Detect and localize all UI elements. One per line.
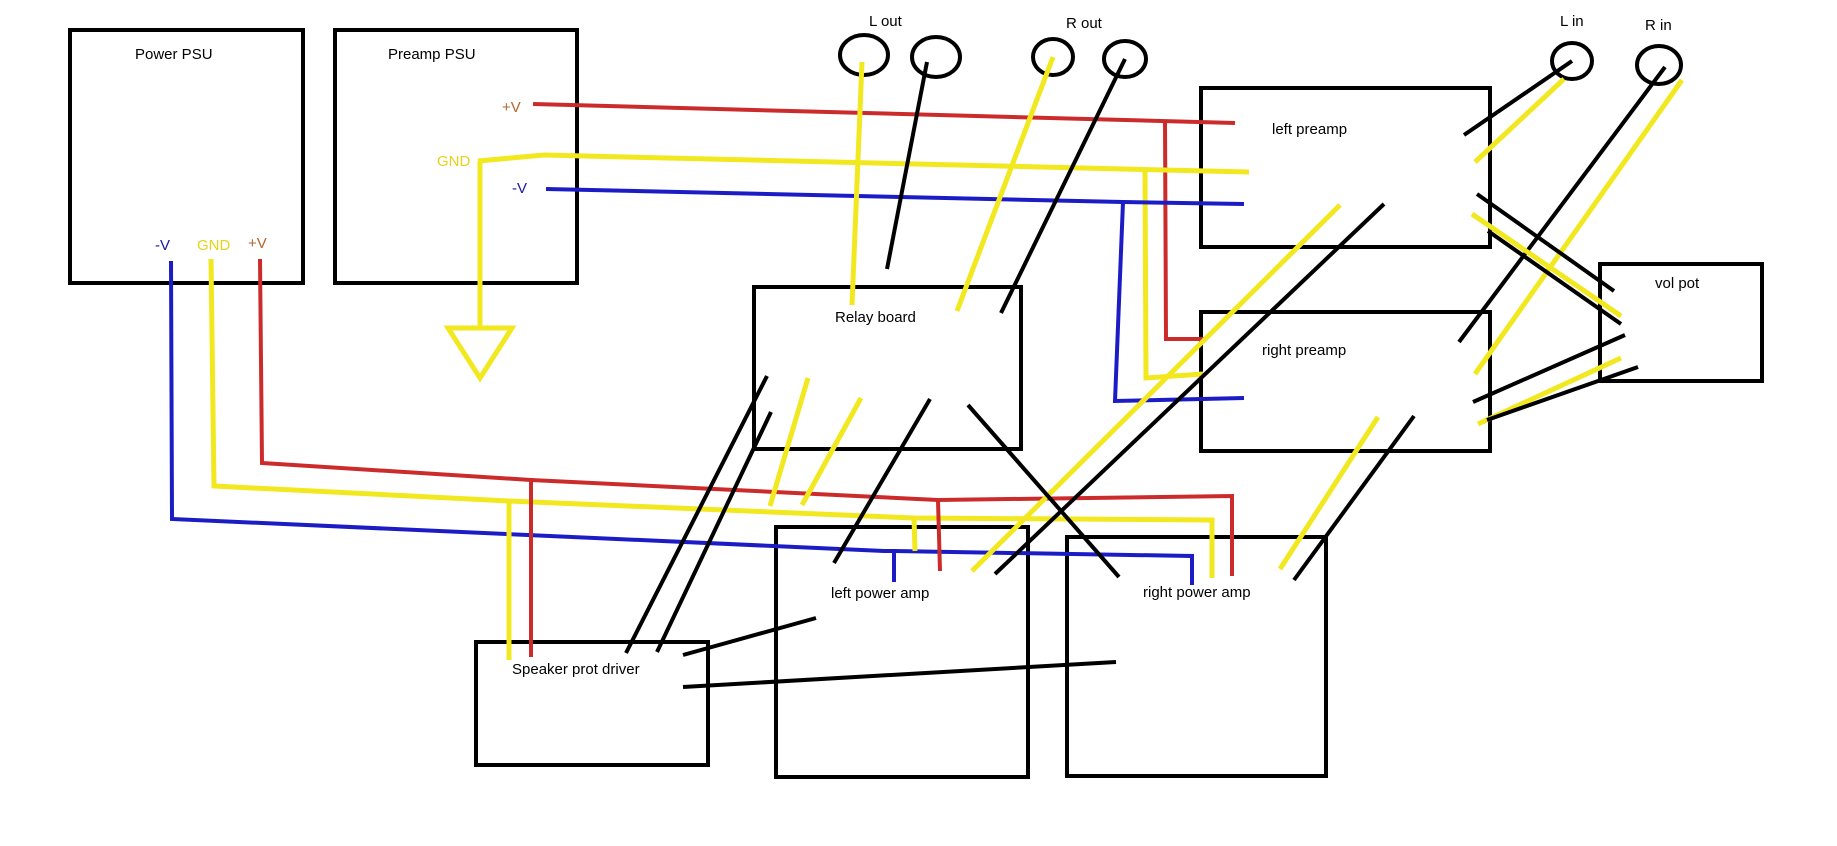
power-psu-label: Power PSU [135, 46, 213, 63]
right-preamp-box [1199, 310, 1492, 453]
power-gnd-wire [208, 258, 512, 660]
power-psu-box [68, 28, 305, 285]
left-preamp-box [1199, 86, 1492, 249]
relay-to-left-amp-yellow-1 [767, 377, 811, 507]
l-out-label: L out [869, 13, 903, 30]
l-in-ground-wire [1462, 59, 1574, 137]
preamp-psu-gnd-label: GND [437, 153, 471, 170]
right-preamp-out-yellow [1277, 415, 1381, 571]
l-out-jack-1 [838, 33, 890, 77]
preamp-psu-neg-label: -V [512, 180, 527, 197]
right-preamp-to-pot-black-2 [1486, 365, 1639, 422]
left-preamp-to-pot-black-2 [1486, 229, 1623, 326]
l-out-jack-2 [910, 35, 962, 79]
r-out-ground-wire [999, 58, 1127, 314]
right-power-amp-box [1065, 535, 1328, 778]
power-psu-gnd-label: GND [197, 237, 231, 254]
relay-board-box [752, 285, 1023, 451]
power-gnd-wire-amps [508, 498, 1215, 578]
power-pos-wire [258, 258, 533, 657]
l-in-signal-wire [1473, 77, 1566, 164]
relay-to-right-amp-black [966, 403, 1121, 579]
preamp-neg-wire [545, 187, 1245, 206]
relay-to-prot-black-1 [624, 375, 769, 654]
relay-board-label: Relay board [835, 309, 916, 326]
relay-to-left-amp-black [832, 397, 932, 565]
r-in-jack [1635, 44, 1683, 86]
l-in-jack [1550, 41, 1594, 81]
power-psu-pos-label: +V [248, 235, 267, 252]
left-preamp-to-pot-yellow [1470, 211, 1623, 319]
relay-to-prot-black-2 [655, 411, 773, 653]
preamp-pos-drop [1163, 119, 1207, 341]
right-preamp-to-pot-black [1472, 333, 1626, 404]
r-out-jack-1 [1031, 37, 1075, 77]
r-in-ground-wire [1457, 65, 1667, 344]
left-preamp-to-pot-black [1475, 192, 1616, 293]
power-psu-neg-label: -V [155, 237, 170, 254]
r-out-signal-wire [954, 56, 1056, 312]
left-power-amp-label: left power amp [831, 585, 929, 602]
speaker-prot-label: Speaker prot driver [512, 661, 640, 678]
preamp-gnd-drop [1142, 169, 1204, 381]
r-in-label: R in [1645, 17, 1672, 34]
power-pos-tap-left [936, 499, 942, 572]
speaker-prot-box [474, 640, 710, 767]
vol-pot-label: vol pot [1655, 275, 1700, 292]
l-out-ground-wire [885, 61, 929, 270]
r-in-signal-wire [1472, 78, 1685, 376]
right-preamp-out-black [1292, 414, 1416, 582]
left-power-amp-box [774, 525, 1030, 779]
left-preamp-label: left preamp [1272, 121, 1347, 138]
preamp-psu-label: Preamp PSU [388, 46, 476, 63]
left-preamp-out-yellow [970, 203, 1342, 573]
r-out-jack-2 [1102, 39, 1148, 79]
right-power-amp-label: right power amp [1143, 584, 1251, 601]
relay-to-left-amp-yellow-2 [799, 396, 864, 507]
preamp-psu-pos-label: +V [502, 99, 521, 116]
preamp-gnd-wire [477, 152, 1250, 175]
preamp-neg-drop [1112, 201, 1245, 404]
l-in-label: L in [1560, 13, 1584, 30]
r-out-label: R out [1066, 15, 1103, 32]
right-preamp-label: right preamp [1262, 342, 1346, 359]
prot-to-left-amp-wire [682, 616, 817, 657]
power-gnd-tap-left [911, 517, 918, 552]
preamp-pos-wire [532, 102, 1236, 125]
l-out-signal-wire [849, 61, 865, 306]
ground-symbol [443, 325, 517, 383]
vol-pot-box [1598, 262, 1764, 383]
power-neg-wire [169, 260, 896, 582]
prot-to-right-amp-wire [682, 660, 1117, 689]
